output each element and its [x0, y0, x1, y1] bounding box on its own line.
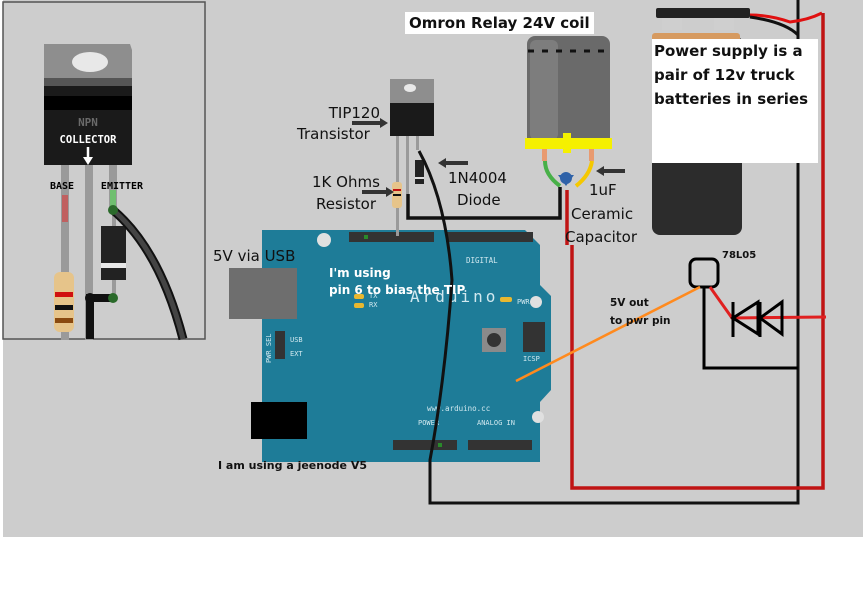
transistor-label-1: TIP120	[328, 104, 380, 122]
power-supply-line-1: Power supply is a	[654, 42, 803, 60]
icsp-label: ICSP	[523, 355, 540, 363]
power-supply-line-2: pair of 12v truck	[654, 66, 795, 84]
pin-note-2: pin 6 to bias the TIP	[329, 283, 466, 297]
rx-label: RX	[369, 301, 378, 309]
pwr-sel-jumper[interactable]	[275, 331, 285, 359]
collector-label: COLLECTOR	[60, 134, 118, 146]
dc-jack[interactable]	[251, 402, 307, 439]
arduino-url: www.arduino.cc	[427, 404, 490, 413]
pwr-sel-ext-label: EXT	[290, 350, 303, 358]
icsp-header	[523, 322, 545, 352]
power-header-label: POWER	[418, 419, 440, 427]
npn-label: NPN	[78, 116, 98, 129]
capacitor-label-2: Ceramic	[571, 205, 634, 223]
power-supply-note: Power supply is a pair of 12v truck batt…	[652, 39, 818, 163]
base-leg	[61, 165, 69, 340]
power-supply-line-3: batteries in series	[654, 90, 809, 108]
regulator-out-label-1: 5V out	[610, 297, 649, 309]
ground-wire	[417, 0, 800, 505]
digital-header-2	[446, 232, 533, 242]
usb-label: 5V via USB	[213, 247, 296, 265]
collector-wire	[406, 187, 562, 220]
analog-header	[468, 440, 532, 450]
regulator-out-label-2: to pwr pin	[610, 315, 671, 327]
regulator-label: 78L05	[722, 250, 757, 261]
mount-hole	[317, 233, 331, 247]
base-label: BASE	[50, 181, 74, 192]
diode-label-1: 1N4004	[448, 169, 507, 187]
dual-diode-icon	[730, 299, 784, 337]
collector-leg	[85, 165, 93, 340]
positive-wire	[570, 13, 825, 490]
transistor-label-2: Transistor	[297, 125, 370, 143]
board-note: I am using a jeenode V5	[218, 459, 367, 472]
resistor-label-1: 1K Ohms	[312, 173, 380, 191]
relay-label: Omron Relay 24V coil	[405, 12, 594, 34]
usb-connector[interactable]	[229, 268, 297, 319]
pwr-sel-label: PWR SEL	[265, 333, 273, 363]
tx-label: TX	[369, 292, 378, 300]
pwr-led-label: PWR	[517, 298, 530, 306]
pin-note-1: I'm using	[329, 266, 391, 280]
capacitor-label-1: 1uF	[589, 181, 617, 199]
digital-header-1	[349, 232, 434, 242]
inset-resistor	[54, 272, 74, 332]
diode-label-2: Diode	[457, 191, 501, 209]
digital-label: DIGITAL	[466, 256, 498, 265]
transistor-pinout-inset: NPN COLLECTOR BASE EMITTER	[2, 1, 206, 341]
capacitor-label-3: Capacitor	[565, 228, 638, 246]
power-header	[393, 440, 457, 450]
inset-diode	[101, 226, 126, 280]
mounting-hole	[72, 52, 108, 72]
arduino-board: DIGITAL Arduino www.arduino.cc POWER ANA…	[229, 230, 551, 462]
emitter-leg	[109, 165, 117, 210]
arduino-brand-text: Arduino	[410, 287, 498, 306]
analog-header-label: ANALOG IN	[477, 419, 515, 427]
pwr-led	[500, 297, 512, 302]
flyback-diode	[415, 160, 424, 184]
emitter-label: EMITTER	[101, 181, 144, 192]
5v-out-wire	[515, 285, 701, 383]
pwr-sel-usb-label: USB	[290, 336, 303, 344]
relay	[525, 36, 612, 161]
resistor-label-2: Resistor	[316, 195, 376, 213]
